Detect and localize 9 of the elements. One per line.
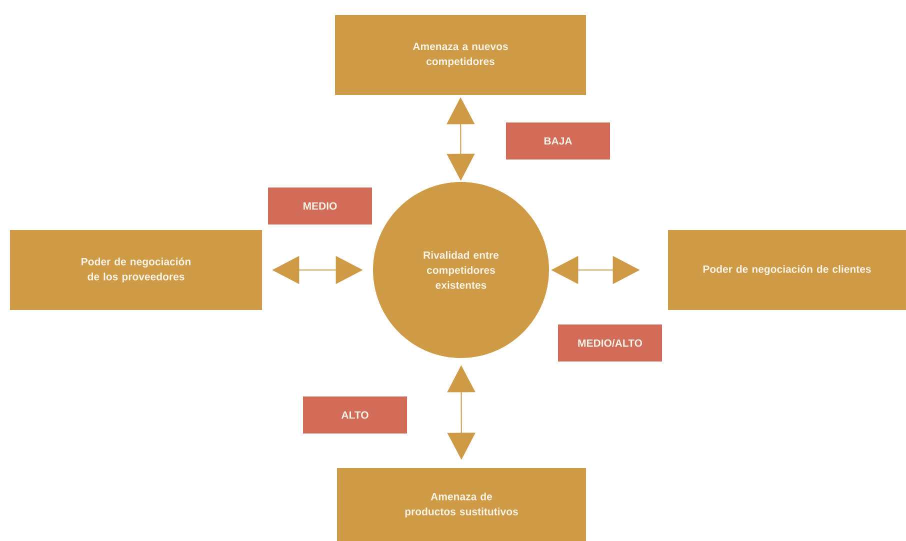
process-box: Poder de negociación de los proveedores [10,230,262,310]
rating-label: BAJA [506,122,610,160]
process-box: Amenaza de productos sustitutivos [337,468,586,541]
rating-label: MEDIO/ALTO [558,324,662,362]
rating-label: MEDIO [268,188,372,224]
process-box: Poder de negociación de clientes [668,230,906,310]
process-box: Amenaza a nuevos competidores [335,15,586,95]
circle-node: Rivalidad entre competidores existentes [373,182,549,358]
rating-label: ALTO [303,396,407,434]
